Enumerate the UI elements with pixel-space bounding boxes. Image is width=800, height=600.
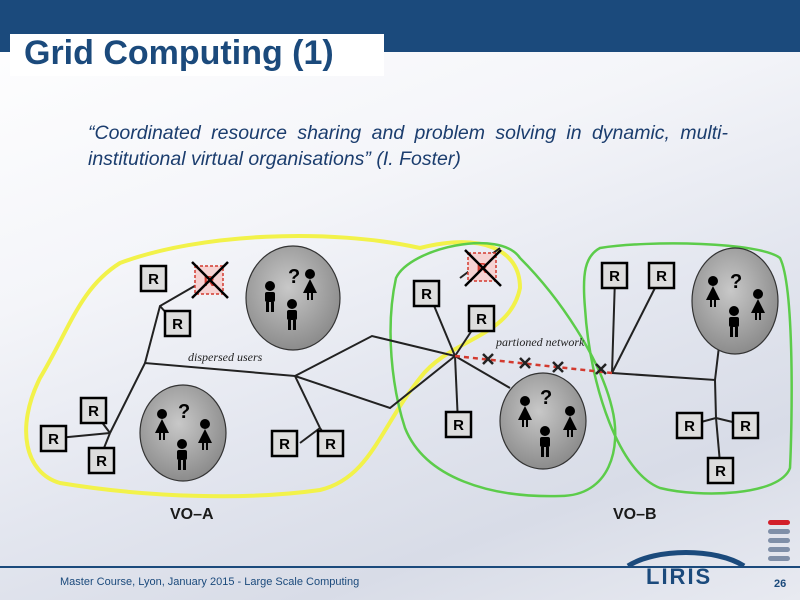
svg-text:R: R xyxy=(476,311,487,328)
vo-a-outline xyxy=(24,234,523,499)
quote-open: “ xyxy=(88,122,95,144)
user-group-oval: ? xyxy=(245,245,341,351)
resource-box: R xyxy=(39,424,68,453)
resource-box: R xyxy=(467,304,496,333)
svg-text:R: R xyxy=(453,417,464,434)
partioned-network-label: partioned network xyxy=(495,335,585,349)
resource-box: R xyxy=(675,411,704,440)
user-group-oval: ? xyxy=(139,384,227,482)
svg-text:R: R xyxy=(172,316,183,333)
vo-b-outline xyxy=(389,242,617,498)
dispersed-users-label: dispersed users xyxy=(188,350,263,364)
resource-box: R xyxy=(139,264,168,293)
title-tab xyxy=(10,34,384,76)
quote-close: ” xyxy=(364,148,371,170)
resource-box: R xyxy=(600,261,629,290)
page-number: 26 xyxy=(774,578,787,590)
svg-text:R: R xyxy=(279,436,290,453)
svg-text:R: R xyxy=(656,268,667,285)
svg-text:R: R xyxy=(740,418,751,435)
decorative-stack xyxy=(768,520,790,565)
resource-box: R xyxy=(163,309,192,338)
unknown-label: ? xyxy=(730,271,742,293)
svg-text:R: R xyxy=(609,268,620,285)
vo-diagram-svg: ? ? ? ? R R R R R R R R R R xyxy=(24,234,793,499)
svg-text:R: R xyxy=(421,286,432,303)
resource-box: R xyxy=(706,456,735,485)
unknown-label: ? xyxy=(540,387,552,409)
logo-text: LIRIS xyxy=(646,564,713,589)
vo-diagram: ? ? ? ? R R R R R R R R R R xyxy=(0,228,800,528)
vo-b-outline-2 xyxy=(582,242,793,495)
resource-box: R xyxy=(270,429,299,458)
svg-text:R: R xyxy=(325,436,336,453)
resource-box: R xyxy=(444,410,473,439)
failed-resource: R xyxy=(191,261,229,299)
slide-title: Grid Computing (1) xyxy=(24,34,334,72)
vo-b-label: VO–B xyxy=(613,506,657,523)
quote: “Coordinated resource sharing and proble… xyxy=(88,120,728,172)
failed-resource: R xyxy=(464,249,502,287)
svg-text:R: R xyxy=(715,463,726,480)
quote-author: (I. Foster) xyxy=(370,148,461,170)
quote-text: Coordinated resource sharing and problem… xyxy=(88,122,728,170)
unknown-label: ? xyxy=(288,266,300,288)
svg-text:R: R xyxy=(88,403,99,420)
svg-text:R: R xyxy=(148,271,159,288)
liris-logo: LIRIS xyxy=(626,548,746,594)
footer-text: Master Course, Lyon, January 2015 - Larg… xyxy=(60,576,360,588)
cut-marks xyxy=(482,353,607,375)
resource-box: R xyxy=(412,279,441,308)
footer-divider xyxy=(0,566,800,568)
resource-box: R xyxy=(316,429,345,458)
resource-box: R xyxy=(647,261,676,290)
svg-text:R: R xyxy=(684,418,695,435)
user-group-oval: ? xyxy=(499,372,587,470)
unknown-label: ? xyxy=(178,401,190,423)
svg-text:R: R xyxy=(48,431,59,448)
resource-box: R xyxy=(79,396,108,425)
svg-text:R: R xyxy=(96,453,107,470)
user-group-oval: ? xyxy=(691,247,779,355)
resource-box: R xyxy=(87,446,116,475)
resource-box: R xyxy=(731,411,760,440)
vo-a-label: VO–A xyxy=(170,506,214,523)
logo-swoosh-icon xyxy=(626,550,746,569)
